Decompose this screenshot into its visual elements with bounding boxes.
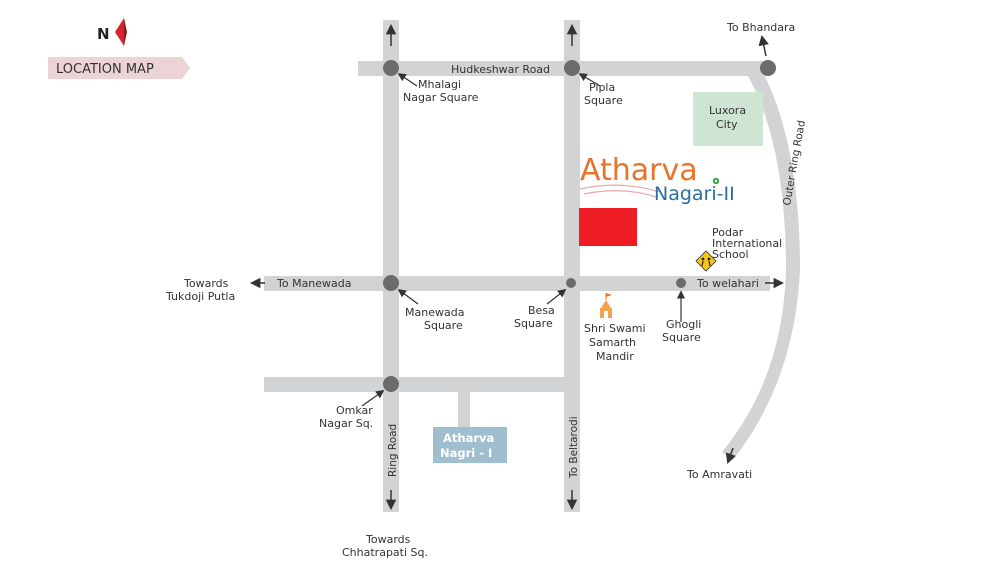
square-label-omkar-1: Omkar xyxy=(336,404,373,417)
square-label-omkar-2: Nagar Sq. xyxy=(319,417,373,430)
temple-label-1: Shri Swami xyxy=(584,322,646,335)
road-label-welahari: To welahari xyxy=(696,277,759,290)
destination-amravati: To Amravati xyxy=(686,468,752,481)
destination-bhandara: To Bhandara xyxy=(726,21,795,34)
brand-swoosh-2 xyxy=(583,190,657,198)
nagri-one-label-1: Atharva xyxy=(443,431,494,445)
junction-omkar xyxy=(383,376,399,392)
pointer-mhalagi xyxy=(397,73,418,87)
atharva-nagri-one: Atharva Nagri - I xyxy=(433,427,507,463)
square-label-besa-1: Besa xyxy=(528,304,555,317)
pointer-besa xyxy=(546,288,567,305)
north-letter: N xyxy=(97,25,110,43)
luxora-box xyxy=(693,92,763,146)
north-arrow-icon xyxy=(115,18,124,46)
luxora-label-1: Luxora xyxy=(709,104,746,117)
podar-label-3: School xyxy=(712,248,749,261)
luxora-city: Luxora City xyxy=(693,92,763,146)
podar-label-1: Podar xyxy=(712,226,744,239)
square-label-pipla-1: Pipla xyxy=(589,81,615,94)
north-indicator: N xyxy=(97,18,127,46)
junction-mhalagi xyxy=(383,60,399,76)
pointer-pipla xyxy=(578,73,601,87)
project-name-line1: Atharva xyxy=(580,153,698,188)
square-label-besa-2: Square xyxy=(514,317,553,330)
podar-label-2: International xyxy=(712,237,782,250)
junction-besa xyxy=(566,278,576,288)
square-label-ghogli-1: Ghogli xyxy=(666,318,701,331)
road-outer-ring xyxy=(722,67,800,460)
road-label-manewada: To Manewada xyxy=(276,277,352,290)
temple-label-3: Mandir xyxy=(596,350,634,363)
square-label-ghogli-2: Square xyxy=(662,331,701,344)
road-label-hudkeshwar: Hudkeshwar Road xyxy=(451,63,550,76)
road-beltarodi xyxy=(564,20,580,512)
road-nagri-one-spur xyxy=(458,390,470,430)
north-arrow-shade xyxy=(124,18,127,46)
square-label-manewada-1: Manewada xyxy=(405,306,464,319)
project-name-line2: Nagari-II xyxy=(654,183,735,205)
temple-icon xyxy=(600,293,612,318)
podar-school: Podar International School xyxy=(695,226,782,272)
brand-flower-center xyxy=(714,179,718,183)
junctions xyxy=(383,60,776,392)
arrow-bhandara xyxy=(758,34,769,57)
destination-tukdoji-1: Towards xyxy=(183,277,229,290)
square-label-mhalagi-2: Nagar Square xyxy=(403,91,479,104)
pointer-omkar xyxy=(361,390,385,407)
banner-label: LOCATION MAP xyxy=(56,62,154,77)
destination-chhatrapati-2: Chhatrapati Sq. xyxy=(342,546,428,559)
luxora-label-2: City xyxy=(716,118,738,131)
project-site: Atharva Nagari-II xyxy=(579,153,735,246)
temple-landmark: Shri Swami Samarth Mandir xyxy=(584,293,646,363)
road-direction-arrows xyxy=(249,23,785,511)
location-map-banner: LOCATION MAP xyxy=(48,57,190,79)
nagri-one-box xyxy=(433,427,507,463)
junction-ghogli xyxy=(676,278,686,288)
project-site-marker xyxy=(579,208,637,246)
junction-bhandara xyxy=(760,60,776,76)
square-label-pipla-2: Square xyxy=(584,94,623,107)
school-icon xyxy=(695,250,717,272)
road-label-beltarodi: To Beltarodi xyxy=(568,416,580,479)
road-label-ring-road: Ring Road xyxy=(387,424,399,477)
junction-manewada xyxy=(383,275,399,291)
square-pointers xyxy=(361,73,686,407)
banner-shape xyxy=(48,57,190,79)
square-label-manewada-2: Square xyxy=(424,319,463,332)
road-omkar-cross xyxy=(264,377,565,392)
square-label-mhalagi-1: Mhalagi xyxy=(418,78,461,91)
arrow-amravati xyxy=(725,447,736,464)
road-hudkeshwar xyxy=(358,61,768,76)
pointer-manewada xyxy=(397,289,419,305)
nagri-one-label-2: Nagri - I xyxy=(440,446,492,460)
brand-swoosh-1 xyxy=(579,184,661,193)
temple-label-2: Samarth xyxy=(589,336,636,349)
destination-chhatrapati-1: Towards xyxy=(365,533,411,546)
destination-tukdoji-2: Tukdoji Putla xyxy=(165,290,235,303)
junction-pipla xyxy=(564,60,580,76)
